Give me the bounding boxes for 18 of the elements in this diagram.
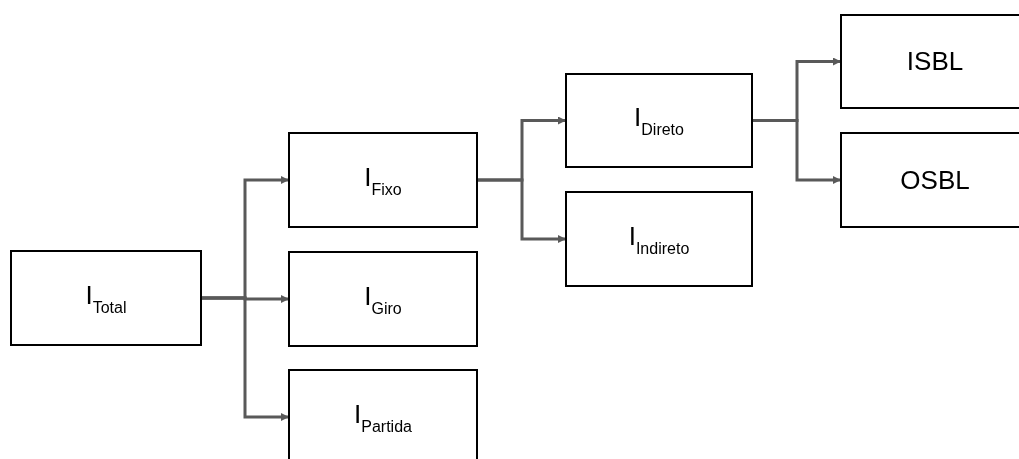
connector-arrow (478, 178, 566, 243)
process-box (10, 250, 202, 346)
process-box (840, 132, 1019, 228)
box-label: I$_{Total}$ (85, 279, 127, 317)
box-label: I$_{Indireto}$ (628, 220, 690, 258)
process-box (565, 191, 753, 287)
process-box (288, 369, 478, 459)
process-box (288, 251, 478, 347)
box-label: OSBL (900, 164, 970, 196)
process-box (840, 14, 1019, 109)
connector-arrow (202, 296, 289, 421)
box-label: I$_{Giro}$ (364, 280, 402, 318)
box-label: I$_{Partida}$ (354, 398, 412, 436)
process-box (565, 73, 753, 168)
process-box (288, 132, 478, 228)
box-label: ISBL (906, 46, 964, 77)
box-label: I$_{Direto}$ (634, 102, 684, 139)
box-label: I$_{Fixo}$ (364, 161, 402, 199)
